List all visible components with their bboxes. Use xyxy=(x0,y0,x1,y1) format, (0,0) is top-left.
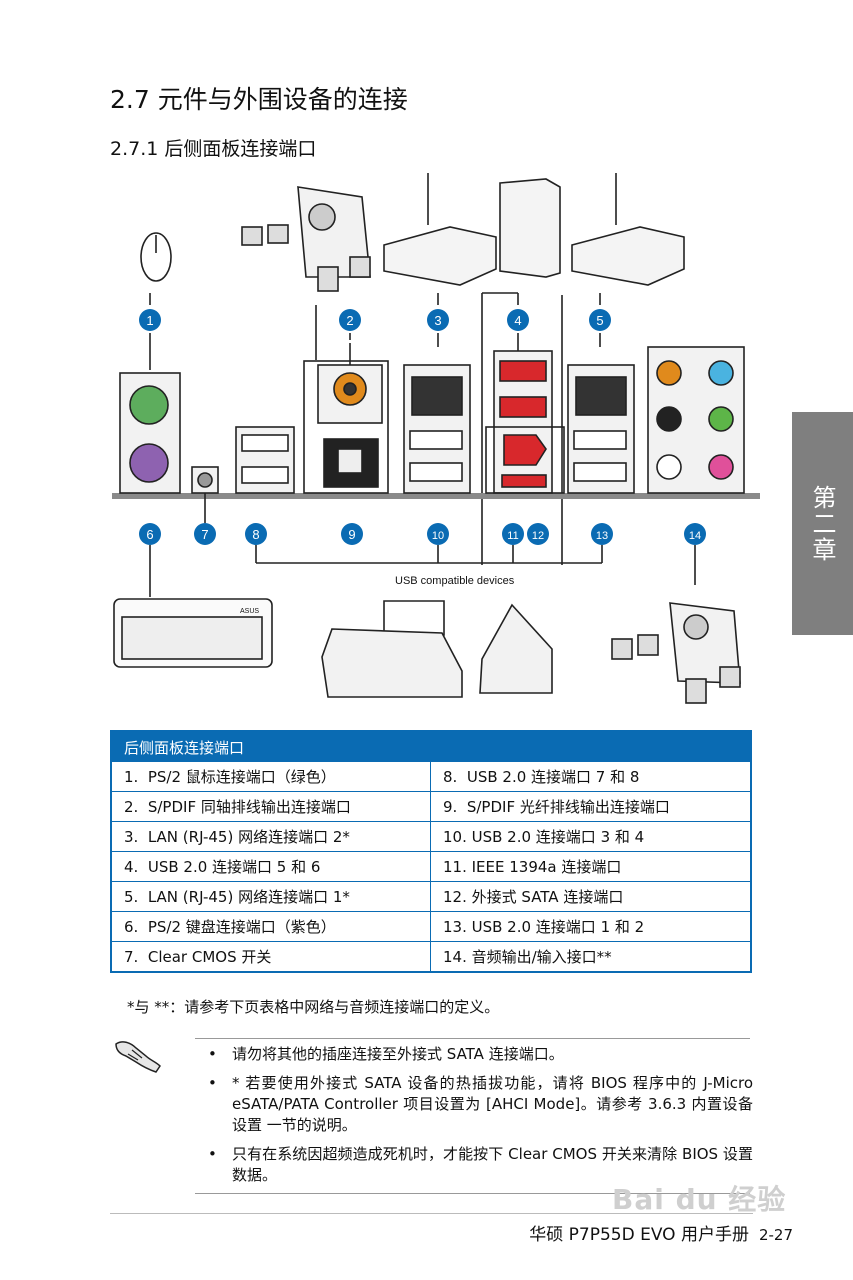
note-bottom-rule xyxy=(195,1193,750,1194)
callout-6: 6 xyxy=(139,523,161,545)
svg-text:11: 11 xyxy=(507,530,518,542)
note-top-rule xyxy=(195,1038,750,1039)
table-cell: 6. PS/2 键盘连接端口（紫色） xyxy=(111,911,431,942)
svg-text:9: 9 xyxy=(348,527,355,542)
section-heading: 2.7 元件与外围设备的连接 xyxy=(110,85,408,114)
page-number: 2-27 xyxy=(758,1226,793,1244)
svg-text:8: 8 xyxy=(252,527,259,542)
table-cell: 14. 音频输出/输入接口** xyxy=(430,941,751,973)
table-cell: 3. LAN (RJ-45) 网络连接端口 2* xyxy=(111,821,431,852)
nas-device xyxy=(499,178,561,278)
svg-text:13: 13 xyxy=(596,530,608,542)
footer-rule xyxy=(110,1213,753,1214)
callout-2: 2 xyxy=(339,309,361,331)
chapter-tab: 第二章 xyxy=(792,412,853,635)
callout-5: 5 xyxy=(589,309,611,331)
subsection-heading: 2.7.1 后侧面板连接端口 xyxy=(110,138,317,160)
hand-note-icon xyxy=(115,1041,161,1073)
callout-7: 7 xyxy=(194,523,216,545)
callout-12: 12 xyxy=(527,523,549,545)
table-cell: 12. 外接式 SATA 连接端口 xyxy=(430,881,751,912)
svg-text:6: 6 xyxy=(146,527,153,542)
keyboard-device xyxy=(113,598,273,668)
table-row: 6. PS/2 键盘连接端口（紫色）13. USB 2.0 连接端口 1 和 2 xyxy=(111,911,751,942)
callout-11: 11 xyxy=(502,523,524,545)
notes-list: 请勿将其他的插座连接至外接式 SATA 连接端口。 * 若要使用外接式 SATA… xyxy=(208,1044,753,1194)
printer-device xyxy=(321,600,463,698)
mouse-device xyxy=(140,232,172,282)
note-item: 只有在系统因超频造成死机时，才能按下 Clear CMOS 开关来清除 BIOS… xyxy=(208,1144,753,1186)
callout-9: 9 xyxy=(341,523,363,545)
callout-4: 4 xyxy=(507,309,529,331)
svg-text:5: 5 xyxy=(596,313,603,328)
table-cell: 10. USB 2.0 连接端口 3 和 4 xyxy=(430,821,751,852)
callout-3: 3 xyxy=(427,309,449,331)
callout-13: 13 xyxy=(591,523,613,545)
note-item: 请勿将其他的插座连接至外接式 SATA 连接端口。 xyxy=(208,1044,753,1065)
table-cell: 11. IEEE 1394a 连接端口 xyxy=(430,851,751,882)
keyboard-logo: ASUS xyxy=(240,608,259,615)
watermark: Bai du 经验 xyxy=(612,1183,787,1216)
callout-numbers: 1 2 3 4 5 6 7 8 9 10 11 12 13 14 xyxy=(139,309,706,545)
speaker-top-device xyxy=(241,186,371,292)
table-cell: 9. S/PDIF 光纤排线输出连接端口 xyxy=(430,791,751,822)
rear-panel-diagram: 1 2 3 4 5 6 7 8 9 10 11 12 13 14 xyxy=(112,173,760,704)
router-left-device xyxy=(383,173,497,286)
chapter-tab-label: 第二章 xyxy=(808,484,836,563)
table-cell: 5. LAN (RJ-45) 网络连接端口 1* xyxy=(111,881,431,912)
table-row: 3. LAN (RJ-45) 网络连接端口 2*10. USB 2.0 连接端口… xyxy=(111,821,751,852)
svg-text:2: 2 xyxy=(346,313,353,328)
svg-text:1: 1 xyxy=(146,313,153,328)
callout-1: 1 xyxy=(139,309,161,331)
svg-text:7: 7 xyxy=(201,527,208,542)
usb-devices-label: USB compatible devices xyxy=(395,575,515,587)
callout-8: 8 xyxy=(245,523,267,545)
note-item: * 若要使用外接式 SATA 设备的热插拔功能，请将 BIOS 程序中的 J-M… xyxy=(208,1073,753,1136)
table-row: 5. LAN (RJ-45) 网络连接端口 1*12. 外接式 SATA 连接端… xyxy=(111,881,751,912)
manual-title: 华硕 P7P55D EVO 用户手册 xyxy=(529,1225,749,1245)
svg-text:12: 12 xyxy=(532,530,544,542)
callout-14: 14 xyxy=(684,523,706,545)
table-cell: 13. USB 2.0 连接端口 1 和 2 xyxy=(430,911,751,942)
svg-text:4: 4 xyxy=(514,313,521,328)
table-header: 后侧面板连接端口 xyxy=(111,731,751,762)
scanner-device xyxy=(479,603,553,694)
table-cell: 4. USB 2.0 连接端口 5 和 6 xyxy=(111,851,431,882)
table-cell: 8. USB 2.0 连接端口 7 和 8 xyxy=(430,762,751,792)
svg-text:10: 10 xyxy=(432,530,444,542)
svg-text:14: 14 xyxy=(689,530,701,542)
router-right-device xyxy=(571,173,685,286)
table-cell: 2. S/PDIF 同轴排线输出连接端口 xyxy=(111,791,431,822)
table-cell: 7. Clear CMOS 开关 xyxy=(111,941,431,973)
page-footer: 华硕 P7P55D EVO 用户手册 2-27 xyxy=(529,1220,793,1245)
rear-panel-ports-table: 后侧面板连接端口 1. PS/2 鼠标连接端口（绿色）8. USB 2.0 连接… xyxy=(110,730,752,973)
speaker-bottom-device xyxy=(611,602,741,704)
footnote: *与 **：请参考下页表格中网络与音频连接端口的定义。 xyxy=(127,998,500,1016)
table-cell: 1. PS/2 鼠标连接端口（绿色） xyxy=(111,762,431,792)
callout-10: 10 xyxy=(427,523,449,545)
table-row: 1. PS/2 鼠标连接端口（绿色）8. USB 2.0 连接端口 7 和 8 xyxy=(111,762,751,792)
svg-text:3: 3 xyxy=(434,313,441,328)
